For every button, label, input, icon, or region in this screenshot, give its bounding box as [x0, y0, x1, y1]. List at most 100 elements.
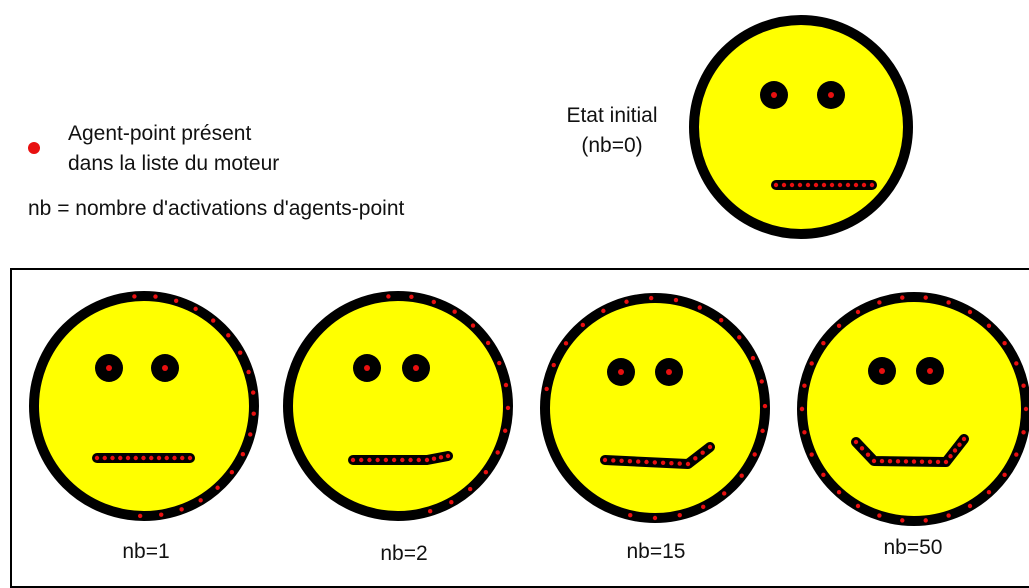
- outline-agent-point: [495, 450, 500, 455]
- smiley-face-nb-15: [540, 293, 770, 523]
- outline-agent-point: [427, 508, 433, 514]
- outline-agent-point: [198, 498, 203, 503]
- outline-agent-point: [431, 299, 437, 305]
- mouth-agent-point: [853, 182, 859, 188]
- mouth-agent-point: [845, 182, 851, 188]
- mouth-agent-point: [350, 457, 356, 463]
- caption-nb-50: nb=50: [883, 536, 943, 559]
- initial-state-title: Etat initial: [566, 104, 658, 127]
- outline-agent-point: [1014, 452, 1019, 457]
- mouth-agent-point: [636, 459, 641, 464]
- mouth-agent-point: [677, 461, 682, 466]
- legend-description: Agent-point présent dans la liste du mot…: [68, 119, 279, 179]
- mouth-agent-point: [707, 444, 713, 450]
- outline-agent-point: [409, 294, 414, 300]
- initial-state-nb: (nb=0): [581, 134, 643, 157]
- outline-agent-point: [677, 512, 682, 518]
- legend-line-1: Agent-point présent: [68, 122, 252, 145]
- right-eye-agent-point: [828, 92, 834, 98]
- mouth-agent-point: [424, 457, 430, 463]
- mouth-agent-point: [911, 459, 917, 464]
- outline-agent-point: [544, 386, 549, 392]
- outline-agent-point: [648, 295, 654, 301]
- outline-agent-point: [762, 403, 768, 409]
- mouth-agent-point: [172, 455, 177, 461]
- mouth-agent-point: [611, 458, 616, 463]
- outline-agent-point: [900, 295, 905, 300]
- outline-agent-point: [855, 503, 861, 509]
- outline-agent-point: [1021, 430, 1026, 435]
- outline-agent-point: [739, 473, 744, 478]
- outline-agent-point: [986, 323, 992, 328]
- outline-agent-point: [601, 308, 606, 314]
- mouth-agent-point: [391, 457, 397, 463]
- mouth-agent-point: [156, 455, 162, 461]
- initial-state-label: Etat initial (nb=0): [552, 101, 672, 161]
- outline-agent-point: [1002, 340, 1007, 346]
- face-disc: [689, 15, 913, 239]
- outline-agent-point: [1021, 383, 1026, 388]
- mouth-agent-point: [865, 452, 871, 457]
- nb-definition: nb = nombre d'activations d'agents-point: [28, 197, 405, 220]
- left-eye-agent-point: [106, 365, 112, 371]
- outline-agent-point: [1014, 361, 1019, 366]
- left-eye-agent-point: [879, 368, 885, 374]
- mouth-agent-point: [164, 455, 169, 461]
- face-disc: [283, 291, 513, 521]
- mouth-agent-point: [383, 457, 389, 463]
- face-disc: [797, 292, 1029, 526]
- outline-agent-point: [809, 452, 814, 457]
- outline-agent-point: [580, 322, 586, 328]
- outline-agent-point: [483, 469, 489, 475]
- mouth-agent-point: [869, 182, 875, 188]
- outline-agent-point: [821, 340, 826, 346]
- mouth-agent-point: [903, 459, 909, 464]
- outline-agent-point: [877, 513, 882, 518]
- outline-agent-point: [250, 390, 256, 395]
- outline-agent-point: [137, 513, 143, 519]
- outline-agent-point: [967, 503, 973, 509]
- outline-agent-point: [986, 490, 992, 495]
- outline-agent-point: [193, 306, 198, 312]
- mouth-agent-point: [408, 457, 413, 463]
- smiley-face-initial: [689, 15, 913, 239]
- outline-agent-point: [923, 295, 928, 300]
- outline-agent-point: [246, 369, 251, 375]
- outline-agent-point: [836, 490, 842, 495]
- legend-line-2: dans la liste du moteur: [68, 152, 280, 175]
- outline-agent-point: [386, 294, 391, 299]
- mouth-agent-point: [693, 456, 698, 461]
- mouth-agent-point: [125, 455, 131, 461]
- right-eye-agent-point: [413, 365, 419, 371]
- mouth-agent-point: [957, 442, 962, 447]
- mouth-agent-point: [118, 455, 123, 461]
- mouth-agent-point: [400, 457, 405, 463]
- mouth-agent-point: [180, 455, 185, 461]
- outline-agent-point: [159, 512, 164, 517]
- outline-agent-point: [229, 469, 235, 475]
- outline-agent-point: [923, 518, 928, 523]
- outline-agent-point: [226, 333, 231, 338]
- mouth-agent-point: [644, 459, 649, 465]
- mouth-agent-point: [943, 459, 949, 465]
- smiley-face-nb-2: [283, 291, 513, 521]
- outline-agent-point: [251, 411, 256, 416]
- left-eye-agent-point: [771, 92, 777, 98]
- mouth-agent-point: [438, 455, 444, 460]
- outline-agent-point: [505, 405, 511, 411]
- legend-agent-point-marker: [28, 142, 40, 154]
- outline-agent-point: [563, 341, 569, 346]
- caption-nb-2: nb=2: [380, 542, 428, 565]
- mouth-agent-point: [94, 455, 100, 461]
- outline-agent-point: [750, 355, 756, 361]
- mouth-agent-point: [805, 182, 811, 188]
- mouth-agent-point: [367, 457, 372, 463]
- outline-agent-point: [132, 294, 137, 299]
- left-eye-agent-point: [364, 365, 370, 371]
- outline-agent-point: [759, 379, 764, 384]
- outline-agent-point: [673, 297, 679, 303]
- mouth-agent-point: [685, 461, 691, 467]
- mouth-agent-point: [879, 458, 885, 464]
- outline-agent-point: [802, 430, 807, 435]
- outline-agent-point: [760, 428, 765, 434]
